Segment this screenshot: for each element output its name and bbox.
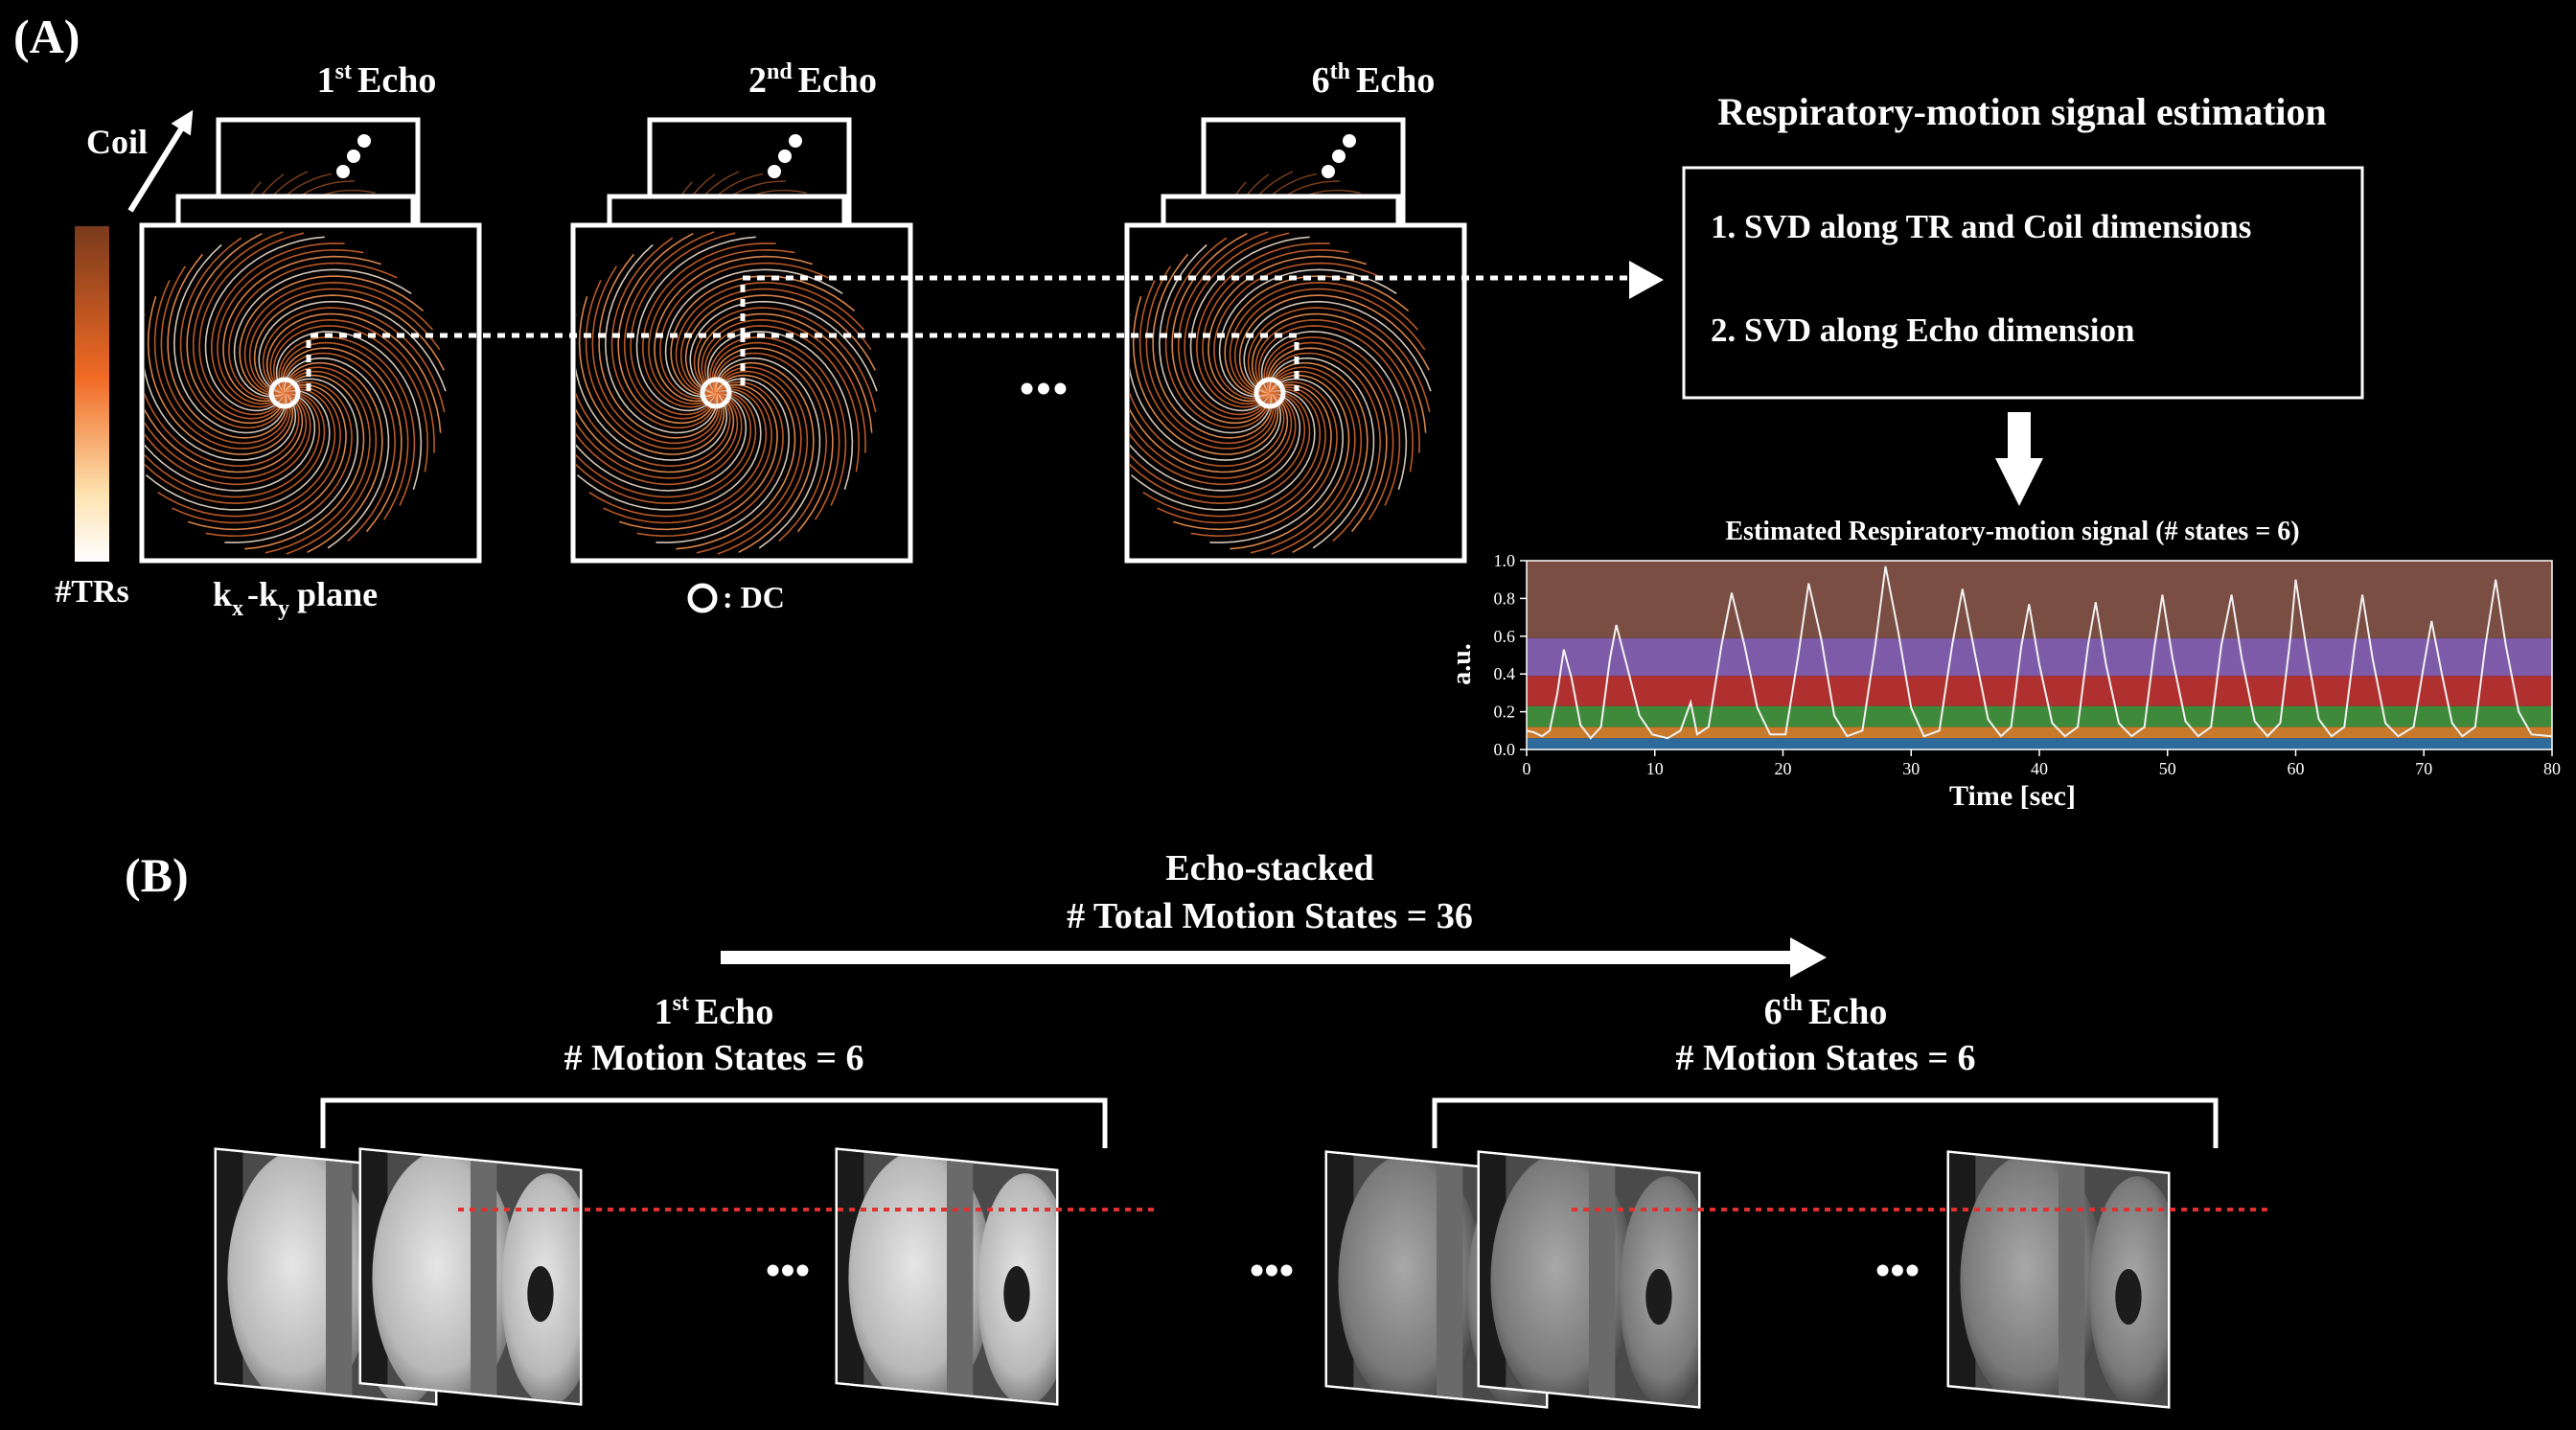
signal-line-0 bbox=[1526, 565, 2553, 740]
chart-xlabel: Time [sec] bbox=[1949, 780, 2076, 812]
group-6-states: # Motion States = 6 bbox=[1676, 1038, 1976, 1078]
state-band-5 bbox=[1527, 637, 2552, 677]
dc-connector-2 bbox=[743, 333, 1300, 391]
dc-legend-circle bbox=[687, 583, 718, 613]
kspace-stack-echo-1 bbox=[139, 117, 482, 564]
x-tick-label: 80 bbox=[2543, 759, 2561, 778]
chart-ylabel: a.u. bbox=[1447, 643, 1477, 685]
echo-stacked-title: Echo-stacked bbox=[1165, 848, 1373, 888]
y-tick-label: 0.2 bbox=[1494, 703, 1516, 722]
kspace-stack-echo-6 bbox=[1124, 117, 1467, 564]
estimation-title: Respiratory-motion signal estimation bbox=[1717, 90, 2327, 133]
y-tick-label: 0.0 bbox=[1494, 740, 1516, 759]
estimation-box bbox=[1682, 166, 2364, 400]
mri-echo1-state6 bbox=[835, 1147, 1059, 1406]
tr-colorbar bbox=[75, 226, 109, 562]
mri-echo1-state2 bbox=[358, 1147, 583, 1406]
echo-stack-arrow-head bbox=[1790, 937, 1827, 978]
y-tick-label: 1.0 bbox=[1494, 551, 1516, 570]
panel-b-label: (B) bbox=[125, 848, 189, 902]
down-arrow-head bbox=[1995, 458, 2043, 506]
y-tick-label: 0.4 bbox=[1494, 664, 1516, 683]
x-tick-label: 70 bbox=[2415, 759, 2432, 778]
x-tick-label: 60 bbox=[2288, 759, 2305, 778]
connector-arrowhead bbox=[1629, 261, 1664, 299]
estimation-step-2: 2. SVD along Echo dimension bbox=[1711, 311, 2134, 349]
state-band-6 bbox=[1527, 561, 2552, 638]
total-motion-states: # Total Motion States = 36 bbox=[1067, 896, 1473, 936]
x-tick-label: 0 bbox=[1523, 759, 1531, 778]
y-tick-label: 0.6 bbox=[1494, 627, 1516, 646]
colorbar-label: #TRs bbox=[55, 574, 128, 610]
echo-stack-arrow-shaft bbox=[721, 951, 1794, 964]
estimation-step-1: 1. SVD along TR and Coil dimensions bbox=[1711, 208, 2251, 245]
dc-point-icon bbox=[700, 377, 732, 409]
coil-label: Coil bbox=[86, 123, 148, 161]
group-1-states: # Motion States = 6 bbox=[564, 1038, 864, 1078]
state-band-4 bbox=[1527, 676, 2552, 706]
mri-slices bbox=[214, 1147, 2273, 1409]
group-1-ellipsis: ••• bbox=[766, 1247, 810, 1294]
x-tick-label: 20 bbox=[1775, 759, 1792, 778]
x-tick-label: 40 bbox=[2031, 759, 2048, 778]
kstack-1-front-panel bbox=[139, 222, 482, 564]
x-tick-label: 50 bbox=[2159, 759, 2176, 778]
state-band-2 bbox=[1527, 727, 2552, 739]
panel-a-label: (A) bbox=[13, 10, 80, 63]
mri-echo6-state6 bbox=[1946, 1150, 2171, 1409]
dc-connector-to-estimation bbox=[740, 275, 1629, 335]
echo-ellipsis: ••• bbox=[1020, 365, 1070, 412]
dc-legend-label: : DC bbox=[723, 580, 785, 614]
dc-connector-1 bbox=[306, 333, 746, 391]
kstack-2-front-panel bbox=[570, 222, 913, 564]
down-arrow-shaft bbox=[2008, 412, 2031, 462]
state-band-3 bbox=[1527, 705, 2552, 727]
coil-arrow bbox=[127, 109, 194, 213]
x-tick-label: 30 bbox=[1902, 759, 1920, 778]
dc-point-icon bbox=[1254, 377, 1286, 409]
group-6-ellipsis: ••• bbox=[1875, 1247, 1920, 1294]
dc-point-icon bbox=[268, 377, 301, 409]
between-groups-ellipsis: ••• bbox=[1250, 1247, 1294, 1294]
x-tick-label: 10 bbox=[1646, 759, 1664, 778]
state-band-1 bbox=[1527, 738, 2552, 750]
respiratory-signal-chart: 0 10 20 30 40 50 60 70 80 0.0 0.2 0.4 0.6 0.8 1.0 bbox=[1494, 551, 2562, 778]
y-tick-label: 0.8 bbox=[1494, 588, 1516, 608]
chart-title: Estimated Respiratory-motion signal (# s… bbox=[1725, 517, 2299, 546]
kspace-stack-echo-2 bbox=[570, 117, 913, 564]
mri-echo6-state2 bbox=[1477, 1150, 1701, 1409]
group-1-bracket bbox=[320, 1097, 1108, 1148]
group-6-bracket bbox=[1432, 1097, 2219, 1148]
